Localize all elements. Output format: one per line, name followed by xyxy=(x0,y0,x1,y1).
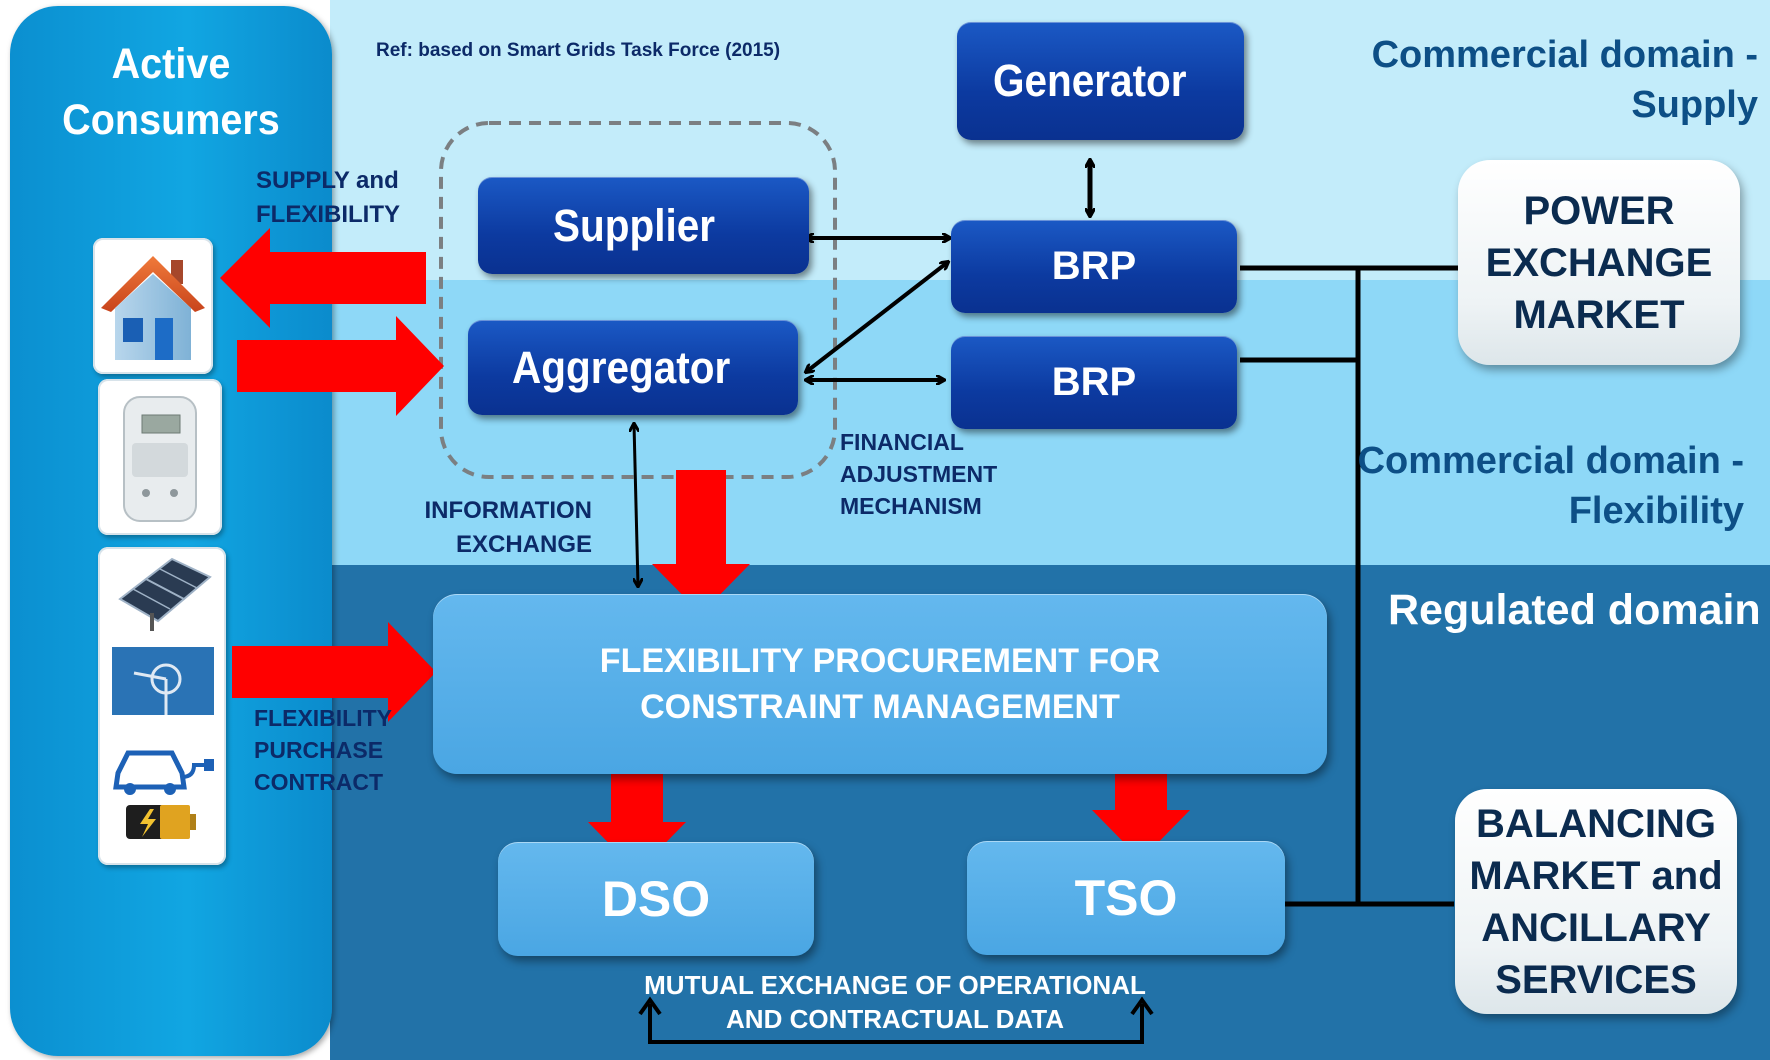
domain-label-flexibility: Commercial domain - Flexibility xyxy=(1357,440,1744,532)
flex-purchase-red-arrow xyxy=(232,622,436,722)
power-exchange-line-1: POWER xyxy=(1523,188,1675,233)
battery-icon xyxy=(126,805,196,839)
brp-top-box[interactable]: BRP xyxy=(951,220,1237,313)
information-exchange-arrow xyxy=(634,424,638,586)
electric-car-icon xyxy=(113,750,214,795)
aggregator-procurement-red-arrow xyxy=(652,470,750,614)
procurement-tso-red-arrow xyxy=(1092,774,1190,860)
house-tile xyxy=(93,238,213,374)
flexibility-purchase-contract-label: FLEXIBILITY PURCHASE CONTRACT xyxy=(254,702,392,798)
reference-note: Ref: based on Smart Grids Task Force (20… xyxy=(376,40,781,61)
financial-adjustment-line-3: MECHANISM xyxy=(840,493,982,519)
flex-purchase-line-1: FLEXIBILITY xyxy=(254,705,392,731)
balancing-line-1: BALANCING xyxy=(1476,801,1716,846)
der-tile xyxy=(98,547,226,865)
brp-bottom-label: BRP xyxy=(1051,360,1137,404)
tso-label: TSO xyxy=(1074,870,1178,926)
flexibility-procurement-box[interactable]: FLEXIBILITY PROCUREMENT FOR CONSTRAINT M… xyxy=(433,594,1327,774)
flex-purchase-line-2: PURCHASE xyxy=(254,737,384,763)
power-exchange-market-box[interactable]: POWER EXCHANGE MARKET xyxy=(1458,160,1740,365)
balancing-line-3: ANCILLARY xyxy=(1481,905,1711,950)
smart-meter-tile xyxy=(98,379,222,535)
wind-turbine-icon xyxy=(112,647,214,715)
power-exchange-line-2: EXCHANGE xyxy=(1485,240,1713,285)
procurement-line-1: FLEXIBILITY PROCUREMENT FOR xyxy=(599,642,1161,680)
mutual-exchange-arrow xyxy=(648,1004,1144,1044)
generator-label: Generator xyxy=(992,55,1187,106)
information-exchange-line-2: EXCHANGE xyxy=(455,531,592,558)
domain-label-regulated: Regulated domain xyxy=(1388,586,1761,634)
flexibility-to-aggregator-red-arrow xyxy=(237,316,444,416)
supply-flexibility-line-1: SUPPLY and xyxy=(256,167,399,194)
supplier-box[interactable]: Supplier xyxy=(478,177,809,274)
domain-label-supply: Commercial domain - Supply xyxy=(1371,34,1758,126)
flex-purchase-line-3: CONTRACT xyxy=(254,769,384,795)
aggregator-label: Aggregator xyxy=(511,341,730,393)
der-icons xyxy=(112,557,214,839)
dso-label: DSO xyxy=(601,871,711,927)
aggregator-brp-top-arrow xyxy=(806,262,948,372)
procurement-line-2: CONSTRAINT MANAGEMENT xyxy=(640,688,1120,726)
aggregator-box[interactable]: Aggregator xyxy=(468,320,798,415)
solar-panel-icon xyxy=(118,557,212,631)
generator-box[interactable]: Generator xyxy=(957,22,1244,140)
balancing-line-4: SERVICES xyxy=(1495,957,1697,1002)
mutual-exchange-line-2: AND CONTRACTUAL DATA xyxy=(726,1004,1064,1034)
financial-adjustment-line-2: ADJUSTMENT xyxy=(840,461,998,487)
supply-flexibility-red-arrow xyxy=(220,228,426,328)
supply-flexibility-line-2: FLEXIBILITY xyxy=(256,201,400,228)
balancing-line-2: MARKET and xyxy=(1469,853,1723,898)
financial-adjustment-line-1: FINANCIAL xyxy=(840,429,964,455)
procurement-dso-red-arrow xyxy=(588,774,686,872)
information-exchange-label: INFORMATION EXCHANGE xyxy=(416,494,592,562)
brp-bottom-box[interactable]: BRP xyxy=(951,336,1237,429)
brp-top-label: BRP xyxy=(1051,244,1137,288)
supplier-label: Supplier xyxy=(553,199,716,251)
information-exchange-line-1: INFORMATION xyxy=(424,497,592,524)
smart-meter-icon xyxy=(123,396,197,522)
mutual-exchange-line-1: MUTUAL EXCHANGE OF OPERATIONAL xyxy=(644,970,1146,1000)
balancing-market-box[interactable]: BALANCING MARKET and ANCILLARY SERVICES xyxy=(1455,789,1737,1014)
tso-box[interactable]: TSO xyxy=(967,841,1285,955)
active-consumers-title: Active Consumers xyxy=(62,40,280,144)
house-icon xyxy=(101,256,205,360)
financial-adjustment-label: FINANCIAL ADJUSTMENT MECHANISM xyxy=(840,426,997,522)
dso-box[interactable]: DSO xyxy=(498,842,814,956)
mutual-exchange-label: MUTUAL EXCHANGE OF OPERATIONAL AND CONTR… xyxy=(620,968,1170,1036)
supply-flexibility-label: SUPPLY and FLEXIBILITY xyxy=(256,164,400,232)
power-exchange-line-3: MARKET xyxy=(1513,292,1685,337)
